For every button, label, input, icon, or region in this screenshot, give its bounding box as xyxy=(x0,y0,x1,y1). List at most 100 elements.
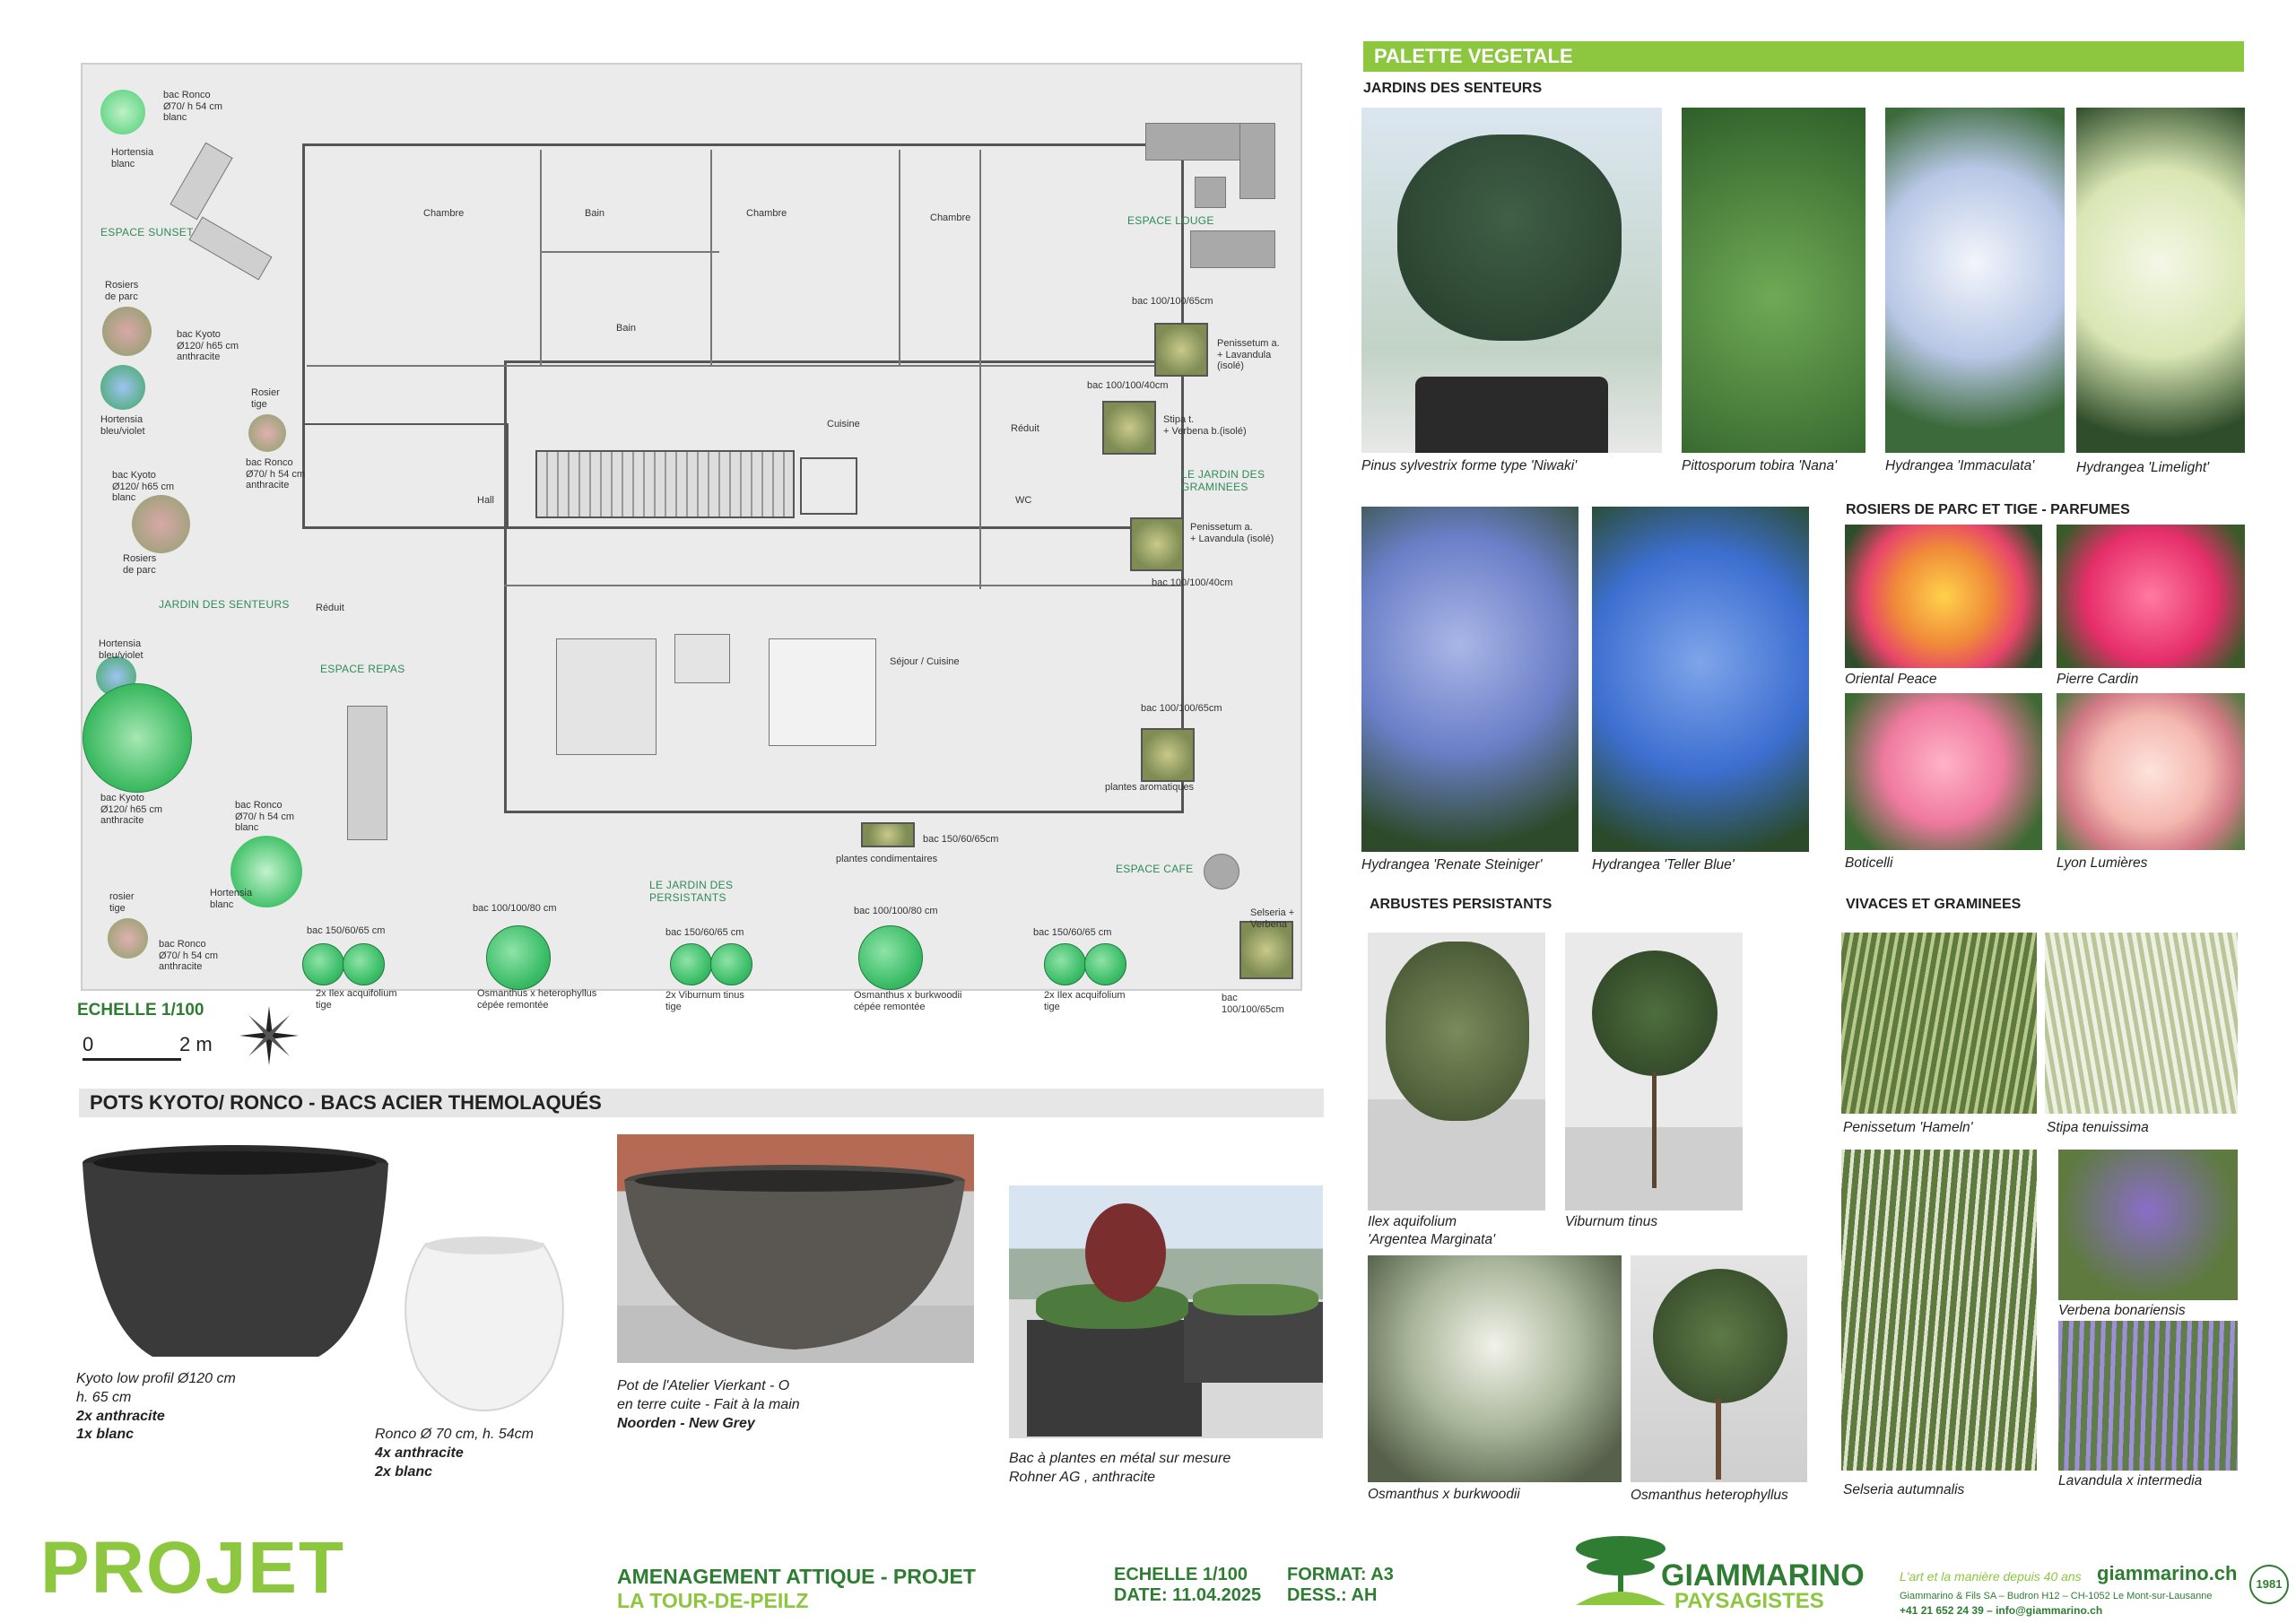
north-arrow-icon xyxy=(238,1004,300,1072)
hortensia-planter xyxy=(230,836,302,907)
bac-planter xyxy=(1239,921,1293,979)
staircase xyxy=(535,450,795,518)
site-plan: Chambre Chambre Chambre Cuisine Séjour /… xyxy=(81,63,1302,1015)
bac-planter xyxy=(1102,401,1156,455)
pinus-caption: Pinus sylvestrix forme type 'Niwaki' xyxy=(1361,458,1578,473)
room-label: WC xyxy=(1015,495,1032,506)
scale-bar-end: 2 m xyxy=(179,1033,213,1055)
footer-scale: ECHELLE 1/100 xyxy=(1114,1565,1248,1584)
room-label: Chambre xyxy=(423,208,465,219)
osmanthus-burkwoodii-image xyxy=(1368,1255,1622,1482)
rose-lyon-caption: Lyon Lumières xyxy=(2057,855,2148,871)
anniversary-seal: 1981 xyxy=(2249,1565,2289,1604)
planter-label: plantes condimentaires xyxy=(836,854,938,864)
footer-format: FORMAT: A3 xyxy=(1287,1565,1394,1584)
brand-website[interactable]: giammarino.ch xyxy=(2097,1562,2238,1584)
verbena-caption: Verbena bonariensis xyxy=(2058,1303,2186,1318)
zone-label: ESPACE LOUGE xyxy=(1127,214,1214,227)
brand-name: GIAMMARINO xyxy=(1661,1558,1865,1593)
rosiers-title: ROSIERS DE PARC ET TIGE - PARFUMES xyxy=(1846,502,2130,517)
planter-label: bac 150/60/65 cm xyxy=(307,925,386,936)
room-label: Séjour / Cuisine xyxy=(890,656,960,667)
shrub-planter xyxy=(1044,943,1086,985)
zone-label: ESPACE CAFE xyxy=(1116,863,1194,875)
interior-wall xyxy=(899,150,900,365)
interior-wall xyxy=(710,150,712,365)
room-label: Réduit xyxy=(1011,423,1039,434)
interior-wall xyxy=(307,365,1181,367)
armchair xyxy=(674,634,730,683)
hydrangea-renate-image xyxy=(1361,507,1578,852)
room-label: Cuisine xyxy=(827,419,860,430)
shrub-planter xyxy=(1084,943,1126,985)
planter-label: Penissetum a.+ Lavandula (isolé) xyxy=(1217,338,1280,372)
hydrangea-immaculata-caption: Hydrangea 'Immaculata' xyxy=(1885,458,2035,473)
interior-wall xyxy=(540,150,542,365)
hydrangea-limelight-caption: Hydrangea 'Limelight' xyxy=(2076,460,2210,475)
rose-oriental-peace-image xyxy=(1845,525,2042,668)
shrub-planter xyxy=(670,943,712,985)
penissetum-caption: Penissetum 'Hameln' xyxy=(1843,1120,1973,1135)
stipa-caption: Stipa tenuissima xyxy=(2047,1120,2149,1135)
rosier-tige-planter xyxy=(248,414,286,452)
planter-label: bac 100/100/65cm xyxy=(1222,993,1284,1015)
rose-boticelli-caption: Boticelli xyxy=(1845,855,1893,871)
hortensia-planter-large xyxy=(83,683,192,793)
room-label: Bain xyxy=(585,208,605,219)
pittosporum-caption: Pittosporum tobira 'Nana' xyxy=(1682,458,1838,473)
room-label: Réduit xyxy=(316,603,344,613)
ilex-caption: Ilex aquifolium'Argentea Marginata' xyxy=(1368,1214,1496,1248)
rose-pierre-cardin-image xyxy=(2057,525,2245,668)
kyoto-pot-image xyxy=(81,1143,390,1372)
footer-designer: DESS.: AH xyxy=(1287,1585,1378,1605)
planter-label: bac 150/60/65 cm xyxy=(665,927,744,938)
hortensia-planter xyxy=(100,365,145,410)
shrub-planter xyxy=(343,943,385,985)
scale-bar-zero: 0 xyxy=(83,1033,94,1055)
planter-label: bac 100/100/40cm xyxy=(1087,380,1169,391)
bac-planter xyxy=(1130,517,1184,571)
hydrangea-teller-image xyxy=(1592,507,1809,852)
arbustes-title: ARBUSTES PERSISTANTS xyxy=(1370,897,1552,912)
company-contact: +41 21 652 24 39 – info@giammarino.ch xyxy=(1900,1604,2103,1617)
room-label: Chambre xyxy=(746,208,787,219)
building-left-wing xyxy=(302,423,509,529)
planter-label: bac 150/60/65cm xyxy=(923,834,999,845)
zone-label: ESPACE SUNSET xyxy=(100,226,194,239)
osmanthus-heterophyllus-image xyxy=(1631,1255,1807,1482)
sun-lounger xyxy=(170,142,233,221)
planter-label: bac 100/100/65cm xyxy=(1132,296,1213,307)
planter-label: bac 100/100/65cm xyxy=(1141,703,1222,714)
lounge-ottoman xyxy=(1195,177,1226,208)
zone-label: ESPACE REPAS xyxy=(320,663,405,675)
hydrangea-immaculata-image xyxy=(1885,108,2065,453)
hydrangea-renate-caption: Hydrangea 'Renate Steiniger' xyxy=(1361,857,1543,872)
lavandula-caption: Lavandula x intermedia xyxy=(2058,1473,2203,1488)
pots-section-header: POTS KYOTO/ RONCO - BACS ACIER THEMOLAQU… xyxy=(79,1089,1324,1117)
giammarino-tree-logo-icon xyxy=(1571,1529,1670,1619)
lounge-sofa-corner xyxy=(1239,123,1275,199)
building-lower-wall xyxy=(504,360,1184,813)
outdoor-dining-table xyxy=(347,706,387,840)
plan-scale-label: ECHELLE 1/100 xyxy=(77,1001,204,1020)
sofa xyxy=(556,638,657,755)
bac-planter xyxy=(1141,728,1195,782)
ronco-pot-image xyxy=(390,1233,578,1417)
zone-label: LE JARDIN DES GRAMINEES xyxy=(1181,468,1265,493)
interior-wall xyxy=(504,585,1181,586)
interior-wall xyxy=(540,251,719,253)
projet-label: PROJET xyxy=(40,1527,346,1609)
